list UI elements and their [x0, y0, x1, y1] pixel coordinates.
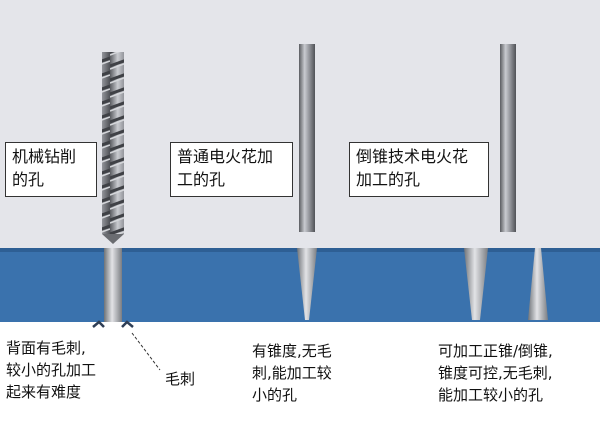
caption-taper-edm: 可加工正锥/倒锥, 锥度可控,无毛刺, 能加工较小的孔 — [438, 340, 553, 406]
caption-line: 有锥度,无毛 — [252, 342, 332, 360]
label-mechanical-drill: 机械钻削 的孔 — [5, 142, 97, 197]
background-lower — [0, 322, 600, 428]
edm-tapered-hole — [297, 248, 317, 320]
caption-line: 较小的孔加工 — [6, 361, 97, 379]
caption-line: 起来有难度 — [6, 383, 82, 401]
caption-ordinary-edm: 有锥度,无毛 刺,能加工较 小的孔 — [252, 340, 332, 406]
caption-line: 锥度可控,无毛刺, — [438, 364, 553, 382]
twist-drill — [102, 52, 124, 244]
caption-burr: 毛刺 — [165, 368, 195, 390]
label-line: 普通电火花加 — [177, 147, 274, 166]
label-line: 工的孔 — [177, 170, 226, 189]
burr-left — [92, 320, 105, 328]
edm-electrode — [299, 44, 315, 232]
label-ordinary-edm: 普通电火花加 工的孔 — [170, 142, 293, 197]
label-line: 倒锥技术电火花 — [356, 147, 469, 166]
caption-mechanical-drill: 背面有毛刺, 较小的孔加工 起来有难度 — [6, 337, 96, 403]
caption-line: 刺,能加工较 — [252, 364, 332, 382]
caption-line: 背面有毛刺, — [6, 339, 86, 357]
taper-edm-electrode — [500, 44, 516, 232]
label-line: 的孔 — [12, 170, 45, 189]
burr-label: 毛刺 — [165, 370, 196, 388]
label-taper-edm: 倒锥技术电火花 加工的孔 — [349, 142, 489, 197]
caption-line: 小的孔 — [252, 386, 298, 404]
caption-line: 能加工较小的孔 — [438, 386, 544, 404]
caption-line: 可加工正锥/倒锥, — [438, 342, 553, 360]
label-line: 加工的孔 — [356, 170, 421, 189]
taper-hole-positive — [464, 248, 488, 320]
taper-hole-reverse — [528, 248, 548, 320]
label-line: 机械钻削 — [12, 147, 77, 166]
burr-callout-line — [131, 332, 161, 371]
burr-right — [121, 320, 134, 328]
drilled-hole — [104, 248, 122, 322]
